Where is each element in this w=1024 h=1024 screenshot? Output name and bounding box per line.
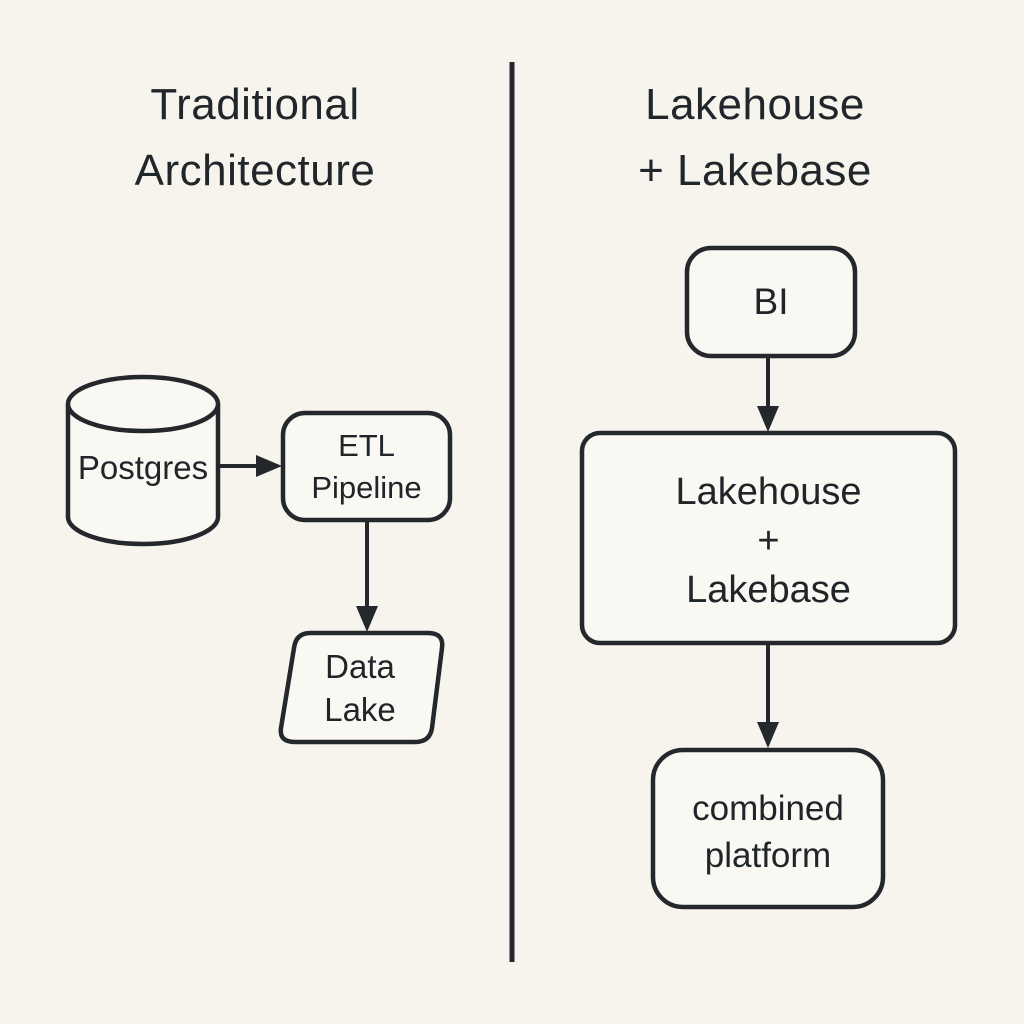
arrow-postgres-to-etl — [218, 455, 282, 477]
postgres-cylinder-shape — [65, 374, 221, 547]
bi-box — [684, 245, 858, 359]
arrow-bi-to-lakehouse — [757, 356, 779, 432]
data-lake-parallelogram — [278, 630, 445, 745]
lakehouse-lakebase-box — [579, 430, 958, 646]
etl-pipeline-box — [280, 410, 453, 523]
arrow-etl-to-datalake — [356, 520, 378, 632]
combined-platform-box — [650, 747, 886, 910]
arrow-lakehouse-to-combined — [757, 643, 779, 748]
